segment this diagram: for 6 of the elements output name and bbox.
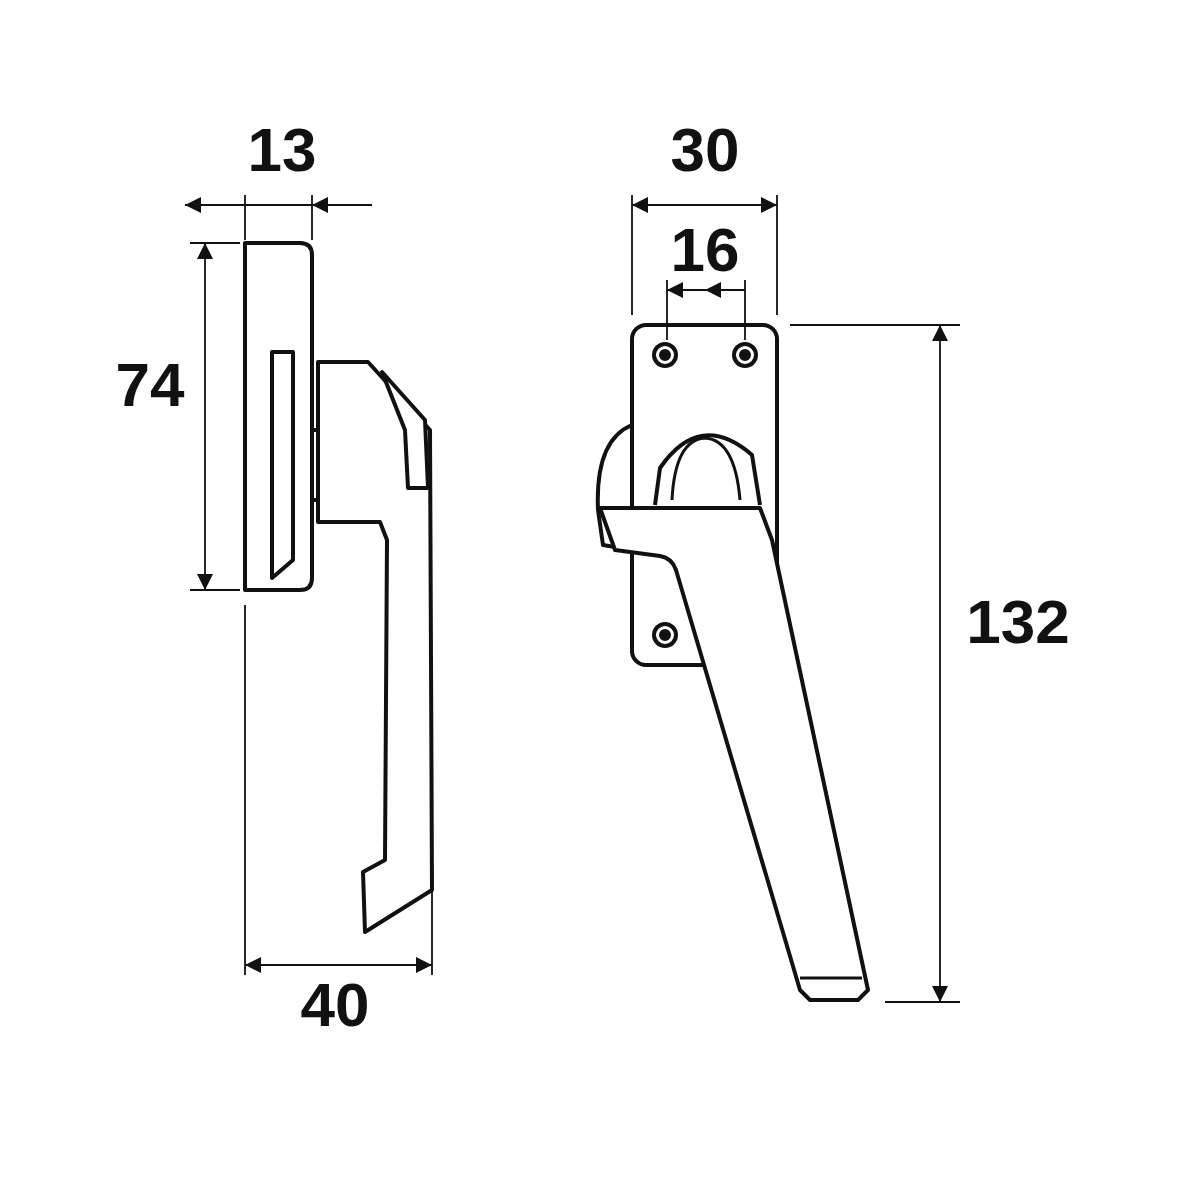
dimension-label: 16 (670, 219, 740, 281)
dimension-label: 13 (247, 119, 317, 181)
dimension-label: 74 (115, 354, 185, 416)
dimension-label: 132 (966, 591, 1070, 653)
dimension-label: 40 (300, 974, 370, 1036)
dimension-label: 30 (670, 119, 740, 181)
